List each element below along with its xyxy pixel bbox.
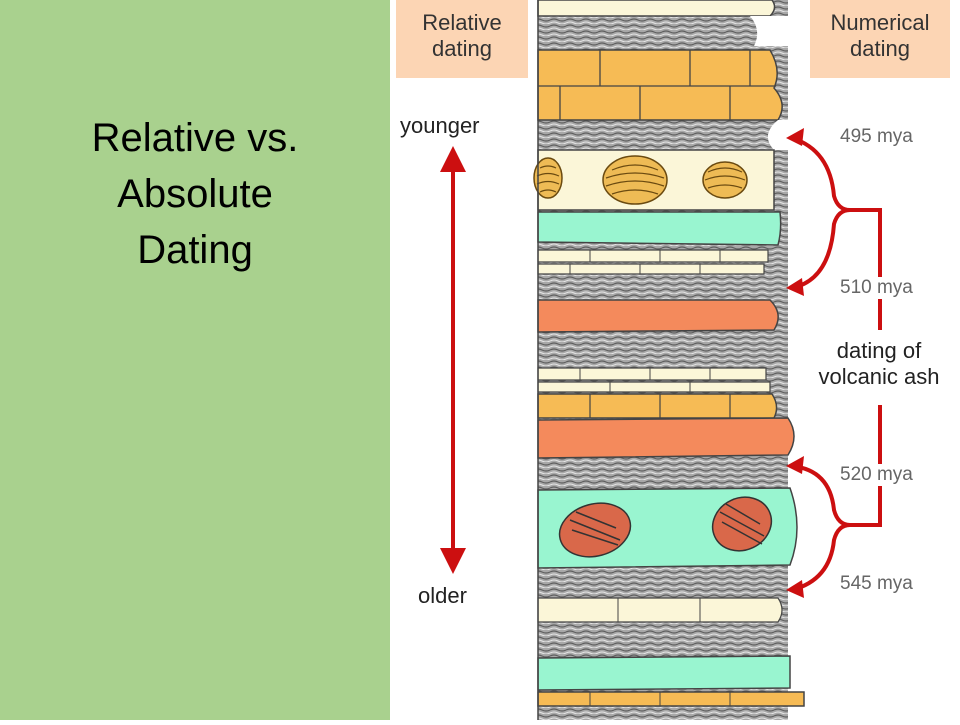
layer-limestone-lower <box>537 597 783 623</box>
layer-volcanic-ash-upper <box>537 299 779 333</box>
layer-limestone-middle <box>537 367 771 393</box>
layer-mint-lower <box>537 655 791 691</box>
numerical-dating-header: Numerical dating <box>810 0 950 78</box>
layer-limestone-top <box>537 0 776 17</box>
title-line-2: Absolute <box>117 172 273 216</box>
layer-volcanic-ash-lower <box>537 417 795 459</box>
layer-sandstone-upper <box>537 49 783 121</box>
layer-mint-upper <box>537 211 782 246</box>
arrow-head-down-icon <box>440 548 466 574</box>
age-label-545: 545 mya <box>838 573 915 595</box>
trilobite-fossil-icons <box>558 496 773 558</box>
age-label-520: 520 mya <box>838 464 915 486</box>
layer-sandstone-bottom <box>537 691 805 707</box>
layer-sandstone-middle <box>537 393 778 419</box>
younger-label: younger <box>400 113 480 138</box>
age-label-495: 495 mya <box>838 126 915 148</box>
strata-illustration <box>440 0 882 720</box>
title-panel: Relative vs. Absolute Dating <box>0 0 390 720</box>
title-line-3: Dating <box>137 228 253 272</box>
volcanic-ash-label: dating of volcanic ash <box>800 338 958 390</box>
slide-title: Relative vs. Absolute Dating <box>0 110 390 278</box>
strata-diagram: Relative dating Numerical dating younger… <box>390 0 960 720</box>
arrow-head-up-icon <box>440 146 466 172</box>
numerical-dating-arrows <box>791 136 882 592</box>
numerical-arrow-heads <box>786 128 804 598</box>
shell-fossil-icons <box>533 155 748 205</box>
layer-limestone-thin <box>537 249 769 275</box>
older-label: older <box>418 583 467 608</box>
age-label-510: 510 mya <box>838 277 915 299</box>
title-line-1: Relative vs. <box>91 116 299 160</box>
relative-dating-header: Relative dating <box>396 0 528 78</box>
